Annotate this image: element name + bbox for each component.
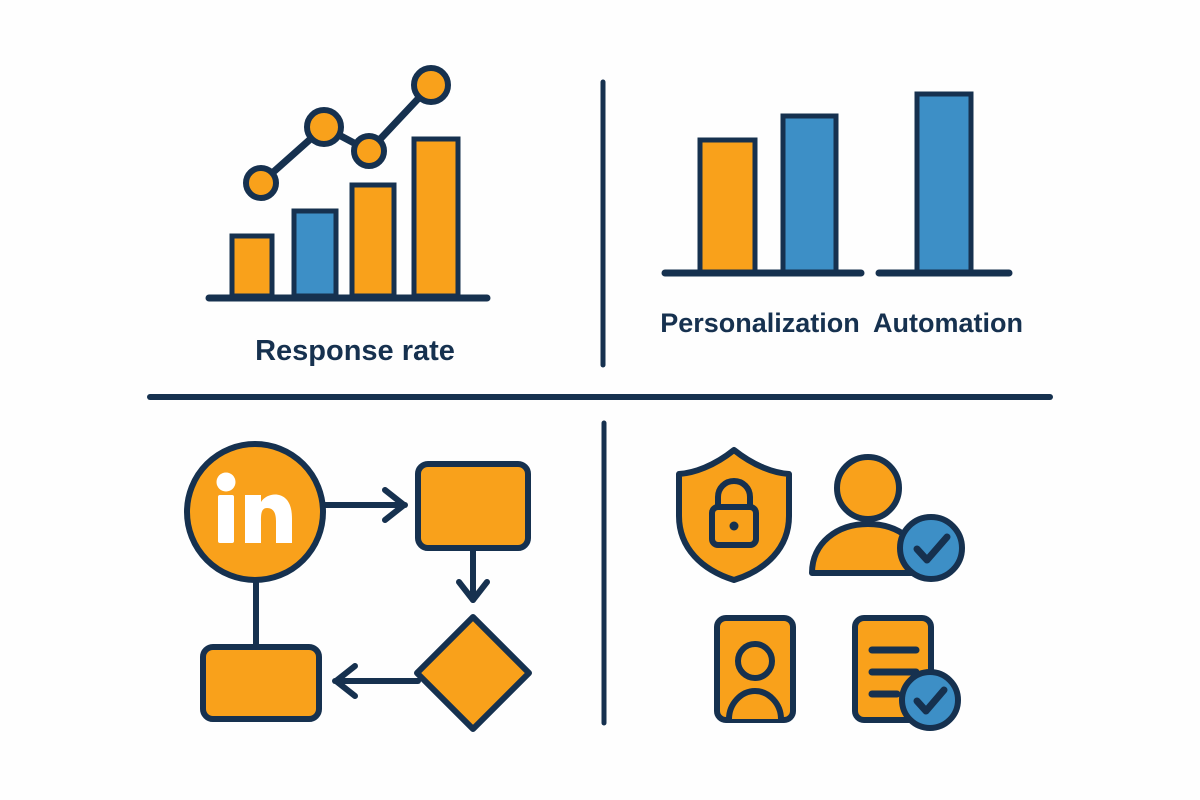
chart-bar-2 [291,208,339,299]
trend-line-path [257,81,435,187]
pa-label-automation: Automation [873,308,1023,338]
trend-marker-3 [351,133,387,169]
profile-card-icon[interactable] [714,615,796,723]
response-rate-chart: Response rate [205,65,491,367]
chart-bar-1 [229,233,275,299]
pa-bar-personalization-orange [697,137,758,275]
chart-bar-3 [349,182,397,299]
response-rate-caption: Response rate [255,335,455,367]
pa-label-personalization: Personalization [660,308,860,338]
linkedin-in-wordmark [216,472,292,543]
linkedin-workflow-flowchart [184,441,532,732]
divider-group [147,79,1053,726]
trend-marker-1 [243,165,279,201]
personalization-automation-chart: Personalization Automation [660,91,1023,338]
document-verified-badge-circle [899,669,961,731]
user-head [834,454,902,522]
shield-lock-icon[interactable] [676,447,792,583]
arrowhead-down-diamond [456,579,490,603]
verified-badge-circle [897,514,965,582]
verified-check-mark [913,533,951,564]
document-verified-check-mark [913,686,948,715]
decision-diamond[interactable] [414,614,532,732]
pa-bar-personalization-blue [780,113,839,275]
trend-marker-4 [411,65,451,105]
arrowhead-right-top [382,487,407,523]
arrowhead-left-bottom [333,663,358,699]
process-box-top[interactable] [415,461,531,551]
process-box-bottom[interactable] [200,644,322,722]
trend-marker-2 [304,107,344,147]
verified-document-icon[interactable] [852,615,961,731]
trust-and-compliance-icons [676,447,965,731]
verified-user-icon[interactable] [809,454,965,582]
pa-bar-automation-blue [914,91,974,275]
chart-bar-4 [411,136,461,299]
